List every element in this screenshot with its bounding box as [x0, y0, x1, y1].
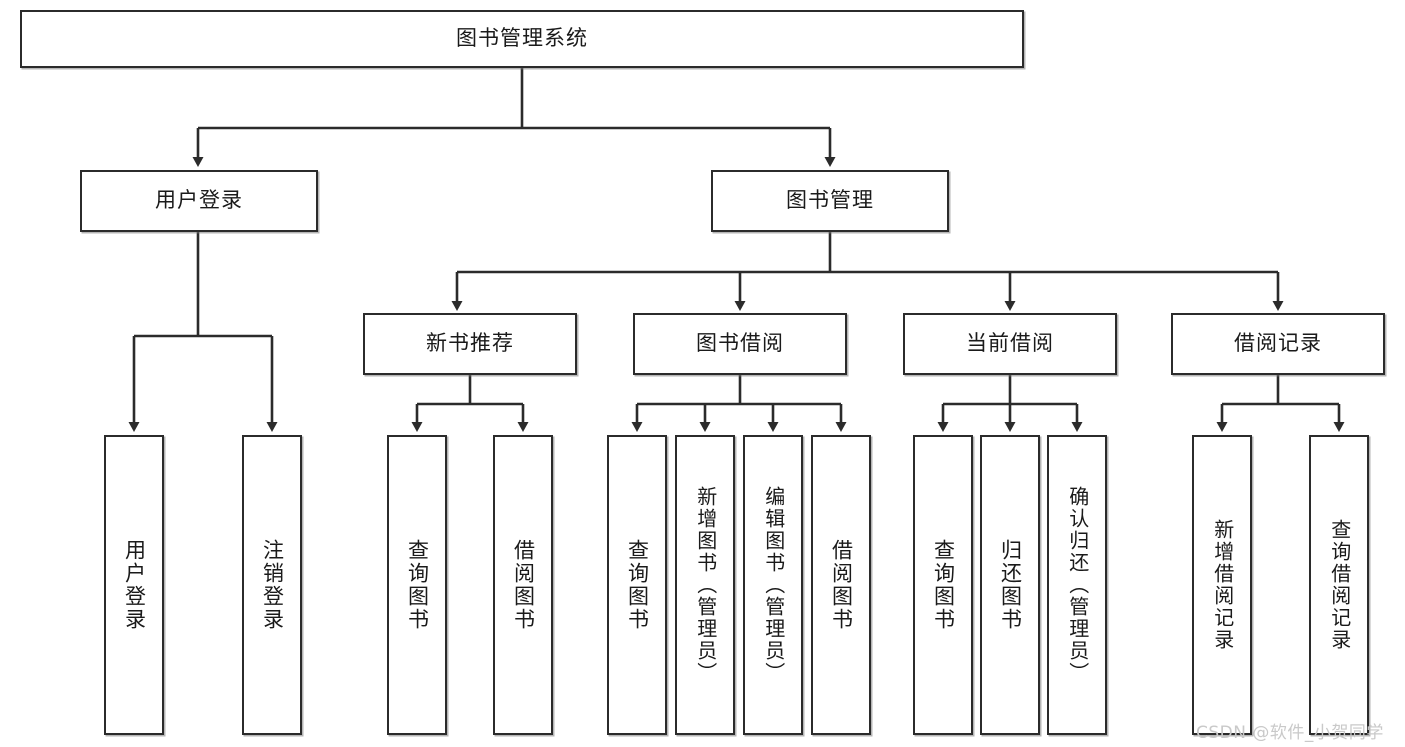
node-leaf-query-record[interactable]: 查询借阅记录: [1309, 435, 1369, 735]
node-user-login[interactable]: 用户登录: [80, 170, 318, 232]
node-leaf-borrow-book-2-label: 借阅图书: [829, 539, 854, 631]
node-book-manage-label: 图书管理: [786, 188, 874, 213]
node-leaf-user-login[interactable]: 用户登录: [104, 435, 164, 735]
node-user-login-label: 用户登录: [155, 188, 243, 213]
node-leaf-borrow-book-1-label: 借阅图书: [511, 539, 536, 631]
node-leaf-confirm-return-label: 确认归还（管理员）: [1065, 486, 1090, 684]
node-leaf-return-book[interactable]: 归还图书: [980, 435, 1040, 735]
node-leaf-confirm-return[interactable]: 确认归还（管理员）: [1047, 435, 1107, 735]
node-root-label: 图书管理系统: [456, 26, 588, 51]
node-borrow-record[interactable]: 借阅记录: [1171, 313, 1385, 375]
node-new-book-rec-label: 新书推荐: [426, 331, 514, 356]
node-current-borrow[interactable]: 当前借阅: [903, 313, 1117, 375]
node-leaf-user-logout[interactable]: 注销登录: [242, 435, 302, 735]
node-leaf-user-login-label: 用户登录: [122, 539, 147, 631]
node-leaf-query-book-2-label: 查询图书: [625, 539, 650, 631]
node-borrow-record-label: 借阅记录: [1234, 331, 1322, 356]
node-leaf-query-book-1[interactable]: 查询图书: [387, 435, 447, 735]
node-leaf-borrow-book-2[interactable]: 借阅图书: [811, 435, 871, 735]
node-leaf-query-book-1-label: 查询图书: [405, 539, 430, 631]
node-leaf-add-record[interactable]: 新增借阅记录: [1192, 435, 1252, 735]
node-current-borrow-label: 当前借阅: [966, 331, 1054, 356]
node-leaf-query-book-2[interactable]: 查询图书: [607, 435, 667, 735]
node-new-book-rec[interactable]: 新书推荐: [363, 313, 577, 375]
node-leaf-return-book-label: 归还图书: [998, 539, 1023, 631]
node-book-manage[interactable]: 图书管理: [711, 170, 949, 232]
node-leaf-borrow-book-1[interactable]: 借阅图书: [493, 435, 553, 735]
node-leaf-user-logout-label: 注销登录: [260, 539, 285, 631]
node-root[interactable]: 图书管理系统: [20, 10, 1024, 68]
node-leaf-add-record-label: 新增借阅记录: [1210, 519, 1235, 651]
node-leaf-query-book-3-label: 查询图书: [931, 539, 956, 631]
node-leaf-query-book-3[interactable]: 查询图书: [913, 435, 973, 735]
node-leaf-query-record-label: 查询借阅记录: [1327, 519, 1352, 651]
node-leaf-edit-book[interactable]: 编辑图书（管理员）: [743, 435, 803, 735]
node-leaf-add-book[interactable]: 新增图书（管理员）: [675, 435, 735, 735]
node-leaf-add-book-label: 新增图书（管理员）: [693, 486, 718, 684]
node-leaf-edit-book-label: 编辑图书（管理员）: [761, 486, 786, 684]
node-book-borrow-label: 图书借阅: [696, 331, 784, 356]
csdn-watermark: CSDN @软件_小贺同学: [1196, 723, 1384, 743]
node-book-borrow[interactable]: 图书借阅: [633, 313, 847, 375]
